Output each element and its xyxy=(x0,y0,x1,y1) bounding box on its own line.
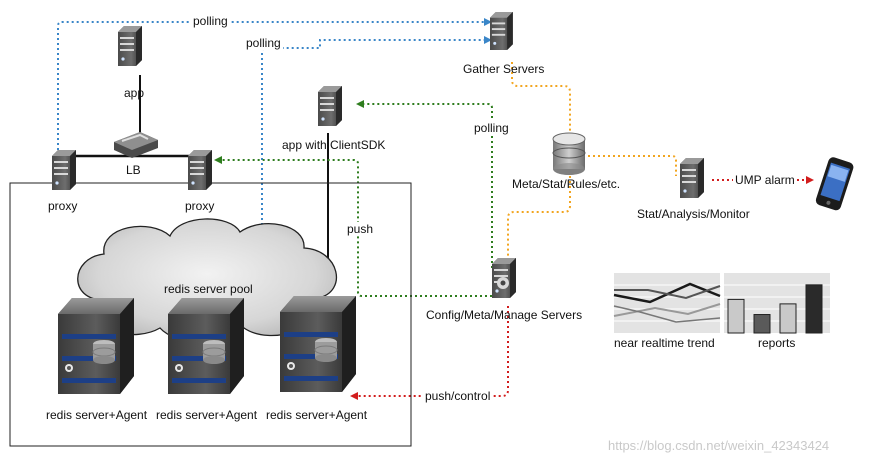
report-bar xyxy=(753,314,771,334)
report-bar xyxy=(779,303,797,334)
edge-label-polling-config: polling xyxy=(472,121,511,135)
edge-label-push-control: push/control xyxy=(423,389,493,403)
server-icon-app-sdk xyxy=(318,86,342,126)
edge-label-ump-alarm: UMP alarm xyxy=(733,173,797,187)
node-label-pool: redis server pool xyxy=(164,282,253,296)
node-label-proxy-left: proxy xyxy=(48,199,78,213)
server-icon-proxy-right xyxy=(188,150,212,190)
node-label-redis-3: redis server+Agent xyxy=(266,408,368,422)
node-label-redis-2: redis server+Agent xyxy=(156,408,258,422)
server-icon-gather xyxy=(490,12,513,50)
server-icon-config xyxy=(492,258,516,298)
trend-line-4 xyxy=(613,305,721,323)
edge-label-polling-pool: polling xyxy=(244,36,283,50)
server-icon-proxy-left xyxy=(52,150,76,190)
server-icon-redis-3 xyxy=(279,295,357,393)
polling-line-proxy xyxy=(57,18,492,150)
db-config-line xyxy=(507,176,571,262)
server-icon-redis-1 xyxy=(57,297,135,395)
trend-line-2 xyxy=(614,285,721,300)
server-icon-redis-2 xyxy=(167,297,245,395)
report-bar xyxy=(805,284,823,334)
node-label-config: Config/Meta/Manage Servers xyxy=(426,308,583,322)
watermark: https://blog.csdn.net/weixin_42343424 xyxy=(608,438,830,453)
trend-line-3 xyxy=(613,303,721,317)
edge-label-push: push xyxy=(345,222,376,236)
edge-label-polling-top: polling xyxy=(191,14,230,28)
report-bar xyxy=(727,298,745,334)
server-icon-stat xyxy=(680,158,704,198)
gather-db-line xyxy=(511,62,571,132)
database-icon xyxy=(552,132,586,175)
db-stat-line xyxy=(588,155,677,176)
node-label-proxy-right: proxy xyxy=(185,199,215,213)
node-label-redis-1: redis server+Agent xyxy=(46,408,148,422)
switch-icon xyxy=(114,132,158,158)
polling-line-config xyxy=(356,100,493,268)
phone-icon xyxy=(815,157,854,211)
node-label-gather: Gather Servers xyxy=(463,62,545,76)
panel-label-reports: reports xyxy=(758,336,796,350)
node-label-stat: Stat/Analysis/Monitor xyxy=(637,207,750,221)
node-label-lb: LB xyxy=(126,163,141,177)
trend-line-1 xyxy=(613,282,721,304)
node-label-meta-db: Meta/Stat/Rules/etc. xyxy=(512,177,621,191)
node-label-app: app xyxy=(124,86,145,100)
server-icon-app xyxy=(118,26,142,66)
trend-panel xyxy=(613,273,721,333)
reports-panel xyxy=(724,273,830,334)
node-label-app-sdk: app with ClientSDK xyxy=(282,138,386,152)
panel-label-trend: near realtime trend xyxy=(614,336,715,350)
